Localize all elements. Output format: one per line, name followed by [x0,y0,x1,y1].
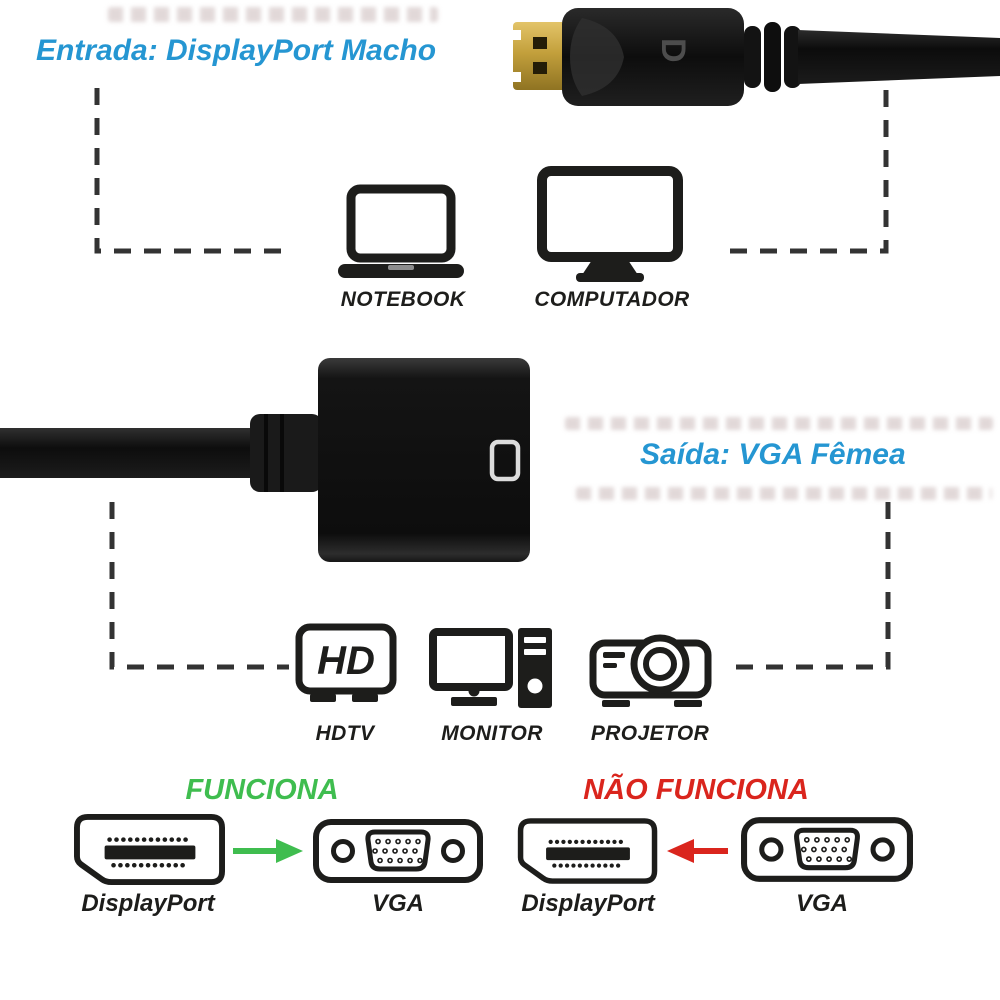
watermark [565,417,993,430]
monitor-label: MONITOR [441,722,543,745]
works-source-label: DisplayPort [81,890,215,917]
dp-pin-bar [546,847,630,861]
dsub-shell [365,829,431,872]
watermark [108,7,438,22]
pc-tower [518,628,552,708]
screw-hole [441,839,465,863]
works-title: FUNCIONA [185,774,339,806]
hdtv-label: HDTV [315,722,375,745]
notebook-label: NOTEBOOK [340,288,466,311]
port-symbol [489,439,521,482]
vga-female-body [318,358,530,562]
notebook-icon [338,184,464,278]
projector-label: PROJETOR [590,722,710,745]
fails-title: NÃO FUNCIONA [583,774,809,806]
vga-connector-icon [741,817,913,882]
fails-arrow-icon [667,839,728,863]
vga-connector-icon [313,819,483,883]
hd-badge: HD [317,639,375,683]
dashed-bracket-mid-right [723,502,891,670]
screw-hole [759,837,784,862]
dp-pin-bar [104,845,196,860]
computer-label: COMPUTADOR [534,288,690,311]
tip-notch [510,30,521,40]
fails-source-label: DisplayPort [521,890,655,917]
displayport-plug-photo: D [510,8,1000,106]
screw-hole [331,839,355,863]
works-target-label: VGA [371,890,424,917]
computer-icon [537,166,683,282]
adapter-photo [0,358,530,562]
plug-housing: D [562,8,744,106]
monitor-icon [429,628,552,708]
projector-lens [630,634,690,694]
displayport-connector-icon [517,818,658,884]
displayport-connector-icon [74,813,225,886]
dsub-shell [794,827,860,871]
dashed-bracket-top-left [94,88,281,254]
adapter-cable [0,428,258,478]
dp-logo: D [654,38,692,63]
output-title: Saída: VGA Fêmea [640,438,906,471]
projector-icon [589,634,712,707]
hdtv-icon: HD [295,623,397,702]
cable [798,30,1000,84]
gold-connector-tip [510,22,566,90]
vga-pins [800,837,853,862]
fails-target-label: VGA [795,890,848,917]
works-arrow-icon [233,839,303,863]
input-title: Entrada: DisplayPort Macho [36,34,437,67]
strain-relief-ribs [744,22,801,92]
vga-pins [372,838,423,864]
dashed-bracket-mid-left [109,502,289,670]
watermark [576,487,992,500]
tip-notch [510,72,521,82]
dashed-bracket-top-right [721,90,889,254]
cable-collar [250,414,322,492]
screw-hole [870,837,895,862]
